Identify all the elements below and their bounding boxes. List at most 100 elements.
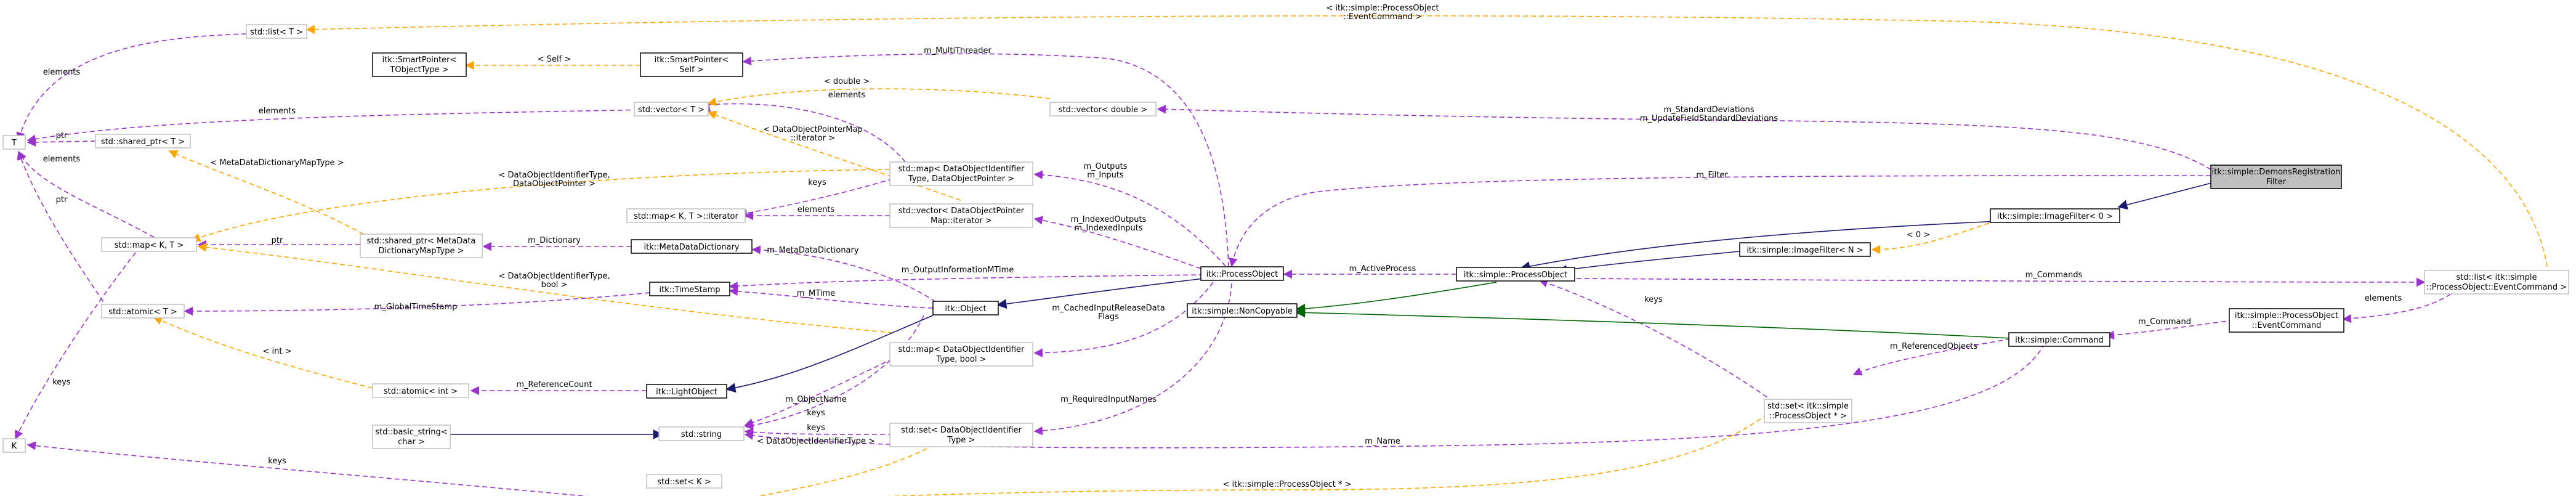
node-atomic-t[interactable]: std::atomic< T >	[101, 304, 185, 319]
edge-object-name	[744, 315, 924, 430]
node-vector-double[interactable]: std::vector< double >	[1049, 102, 1157, 116]
edge-label-required-input-names: m_RequiredInputNames	[1060, 395, 1157, 404]
node-simple-command[interactable]: itk::simple::Command	[2008, 332, 2110, 347]
edge-label-int: < int >	[263, 347, 292, 356]
edge-int-template	[153, 316, 373, 389]
node-label: itk::MetaDataDictionary	[644, 243, 740, 252]
node-label: itk::LightObject	[656, 388, 717, 397]
node-shared-ptr-t[interactable]: std::shared_ptr< T >	[95, 134, 191, 148]
edge-inherit-demons-imagefilter0	[2117, 182, 2215, 210]
node-t[interactable]: T	[2, 135, 26, 150]
node-itk-processobject[interactable]: m_ActiveProcessitk::ProcessObject	[1200, 266, 1284, 281]
node-label: itk::SmartPointer<TObjectType >	[382, 55, 457, 75]
node-smartpointer-tobjecttype[interactable]: itk::SmartPointer<TObjectType >	[372, 52, 467, 77]
edge-label-metadictmaptype: < MetaDataDictionaryMapType >	[210, 158, 344, 168]
node-map-kt[interactable]: std::map< K, T >	[101, 237, 197, 252]
node-label: itk::TimeStamp	[659, 285, 720, 295]
node-vector-t[interactable]: std::vector< T >	[634, 102, 709, 116]
node-eventcommand[interactable]: itk::simple::ProcessObject::EventCommand	[2229, 308, 2344, 333]
edge-label-object-name: m_ObjectName	[785, 395, 847, 404]
edges	[15, 15, 2549, 496]
edge-mtime	[729, 287, 934, 309]
edge-label-keys-str-set: keys	[807, 423, 825, 433]
edge-label-referenced-objects: m_ReferencedObjects	[1890, 342, 1977, 351]
edge-label-keys-map: keys	[808, 178, 826, 187]
node-std-string[interactable]: std::string	[658, 426, 745, 441]
edge-label-commands: m_Commands	[2025, 270, 2083, 280]
edge-dataobjid-bool-template	[197, 243, 894, 333]
node-imagefilter-n[interactable]: itk::simple::ImageFilter< N >	[1739, 242, 1871, 257]
node-itk-object[interactable]: itk::Object	[932, 301, 999, 315]
edge-label-keys-left: keys	[52, 378, 71, 387]
edge-metadictmaptype-template	[168, 150, 364, 235]
node-label: std::basic_string<char >	[375, 428, 447, 447]
node-label: std::vector< double >	[1059, 105, 1147, 115]
node-list-eventcommand[interactable]: std::list< itk::simple::ProcessObject::E…	[2424, 270, 2569, 295]
node-set-processobject-ptr[interactable]: std::set< itk::simple::ProcessObject * >	[1764, 399, 1852, 423]
node-k[interactable]: K	[2, 438, 26, 453]
edge-indexed-outputs	[1033, 216, 1201, 269]
edge-keys-processobject	[1538, 278, 1774, 402]
edge-label-global-timestamp: m_GlobalTimeStamp	[374, 303, 458, 312]
edge-elements-eventcommand	[2342, 289, 2458, 323]
edge-double-template	[707, 88, 1051, 107]
edge-dataobjptrmap-iter-template	[707, 110, 961, 201]
node-basic-string[interactable]: std::basic_string<char >	[372, 425, 451, 449]
edge-label-double: < double >	[824, 77, 870, 86]
edge-list-elements	[16, 33, 247, 142]
edge-keys-string-set	[744, 428, 894, 437]
node-label: std::atomic< int >	[384, 387, 458, 396]
node-label: T	[11, 139, 17, 148]
edge-label-active-process: m_ActiveProcess	[1349, 264, 1416, 274]
edge-dataobjid-ptr-template	[191, 169, 890, 242]
edge-label-reference-count: m_ReferenceCount	[516, 380, 592, 389]
edge-keys-set-k	[26, 441, 589, 496]
edge-label-keys-set-k: keys	[268, 457, 286, 466]
edge-inherit-imagefilter0-processobject	[1520, 221, 1999, 272]
node-list-t[interactable]: std::list< T >	[246, 24, 307, 39]
node-imagefilter-0[interactable]: itk::simple::ImageFilter< 0 >	[1990, 208, 2120, 223]
edge-label-elements-iter: elements	[797, 205, 835, 214]
edge-label-elements-ec: elements	[2365, 294, 2402, 303]
node-label: itk::simple::NonCopyable	[1192, 307, 1292, 316]
node-map-kt-iterator[interactable]: std::map< K, T >::iterator	[626, 208, 746, 223]
node-set-k[interactable]: std::set< K >	[646, 474, 722, 489]
edge-multithreader	[742, 53, 1229, 267]
edge-label-eventcommand-list: < itk::simple::ProcessObject::EventComma…	[1326, 4, 1439, 22]
node-atomic-int[interactable]: std::atomic< int >	[372, 383, 469, 398]
node-label: itk::simple::ProcessObject::EventCommand	[2235, 311, 2338, 330]
edge-sharedptr-ptr	[26, 137, 96, 147]
edge-referenced-objects	[1852, 338, 2011, 376]
node-timestamp[interactable]: itk::TimeStamp	[649, 282, 730, 296]
edge-label-self: < Self >	[538, 55, 571, 64]
node-label: itk::simple::ImageFilter< N >	[1746, 246, 1863, 255]
edge-label-keys-po: keys	[1644, 295, 1663, 304]
node-label: std::atomic< T >	[108, 307, 177, 317]
node-simple-processobject[interactable]: itk::simple::ProcessObject	[1456, 267, 1575, 282]
node-smartpointer-self[interactable]: itk::SmartPointer<Self >	[640, 52, 743, 77]
node-label: std::shared_ptr< T >	[101, 137, 185, 147]
edge-inherit-object-lightobject	[725, 315, 934, 393]
edge-atomic-ptr-t	[17, 150, 108, 309]
edge-inherit-command-noncopyable	[1295, 307, 2011, 339]
edge-label-filter: m_Filter	[1696, 171, 1728, 180]
edge-label-elements-list: elements	[43, 68, 81, 77]
node-itk-lightobject[interactable]: itk::LightObject	[646, 384, 727, 399]
node-simple-noncopyable[interactable]: itk::simple::NonCopyable	[1187, 303, 1298, 318]
edge-label-ptr-t: ptr	[56, 195, 68, 205]
node-metadatadictionary[interactable]: itk::MetaDataDictionary	[631, 239, 753, 254]
node-label: std::list< T >	[250, 28, 303, 37]
